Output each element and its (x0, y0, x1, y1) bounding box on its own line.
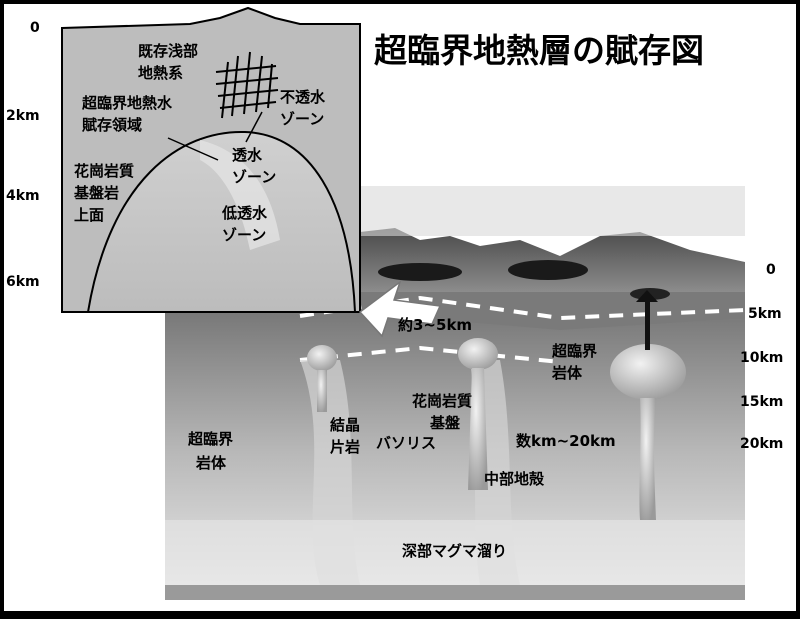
block-depth-tick-5km: 5km (748, 306, 782, 322)
block-depth-axis: 0 5km 10km 15km 20km (740, 262, 783, 452)
block-depth-tick-10km: 10km (740, 350, 783, 366)
label-low-perm-2: ゾーン (222, 226, 266, 244)
fracture-grid (215, 51, 279, 119)
label-approx-depth: 約3~5km (398, 316, 472, 334)
zoom-arrow (358, 279, 442, 338)
supercritical-bulb-right (610, 344, 686, 400)
inset-depth-axis: 0 2km 4km 6km (6, 20, 40, 290)
inset-depth-tick-4km: 4km (6, 188, 40, 204)
label-schist-2: 片岩 (330, 438, 360, 456)
granite-dome (86, 130, 357, 313)
label-reservoir-1: 超臨界地熱水 (81, 94, 173, 112)
label-permeable-2: ゾーン (232, 168, 276, 186)
inset-cross-section (61, 6, 361, 313)
inset-depth-tick-6km: 6km (6, 274, 40, 290)
inset-depth-tick-2km: 2km (6, 108, 40, 124)
block-depth-tick-15km: 15km (740, 394, 783, 410)
label-impermeable-2: ゾーン (280, 110, 324, 128)
label-low-perm-1: 低透水 (221, 204, 268, 222)
label-supercritical-left-1: 超臨界 (187, 430, 233, 448)
label-range: 数km~20km (516, 432, 616, 450)
block-labels: 約3~5km 超臨界 岩体 超臨界 岩体 結晶 片岩 花崗岩質 基盤 バソリス … (187, 316, 616, 560)
supercritical-bulb-center (458, 338, 498, 370)
label-impermeable-1: 不透水 (280, 88, 326, 106)
label-deep-magma: 深部マグマ溜り (402, 542, 507, 560)
label-granite-1: 花崗岩質 (74, 162, 134, 180)
label-mid-crust: 中部地殻 (484, 470, 545, 488)
inset-depth-tick-0: 0 (30, 20, 40, 36)
label-shallow-system-1: 既存浅部 (138, 42, 198, 60)
label-granite-basement-1: 花崗岩質 (412, 392, 472, 410)
label-supercritical-1: 超臨界 (551, 342, 597, 360)
block-depth-tick-0: 0 (766, 262, 776, 278)
inset-labels: 既存浅部 地熱系 超臨界地熱水 賦存領域 不透水 ゾーン 透水 ゾーン 低透水 … (73, 42, 326, 244)
block-depth-tick-20km: 20km (740, 436, 783, 452)
label-supercritical-left-2: 岩体 (195, 454, 227, 472)
label-granite-3: 上面 (74, 206, 104, 224)
crust-block (165, 186, 746, 600)
label-shallow-system-2: 地熱系 (138, 64, 183, 82)
supercritical-bulb-left (307, 345, 337, 371)
label-granite-2: 基盤岩 (73, 184, 119, 202)
label-supercritical-2: 岩体 (551, 364, 583, 382)
label-granite-basement-2: 基盤 (429, 414, 461, 432)
label-schist-1: 結晶 (330, 416, 360, 434)
label-batholith: バソリス (376, 434, 436, 452)
diagram-title: 超臨界地熱層の賦存図 (374, 31, 704, 70)
label-reservoir-2: 賦存領域 (81, 116, 142, 134)
label-permeable-1: 透水 (232, 146, 263, 164)
